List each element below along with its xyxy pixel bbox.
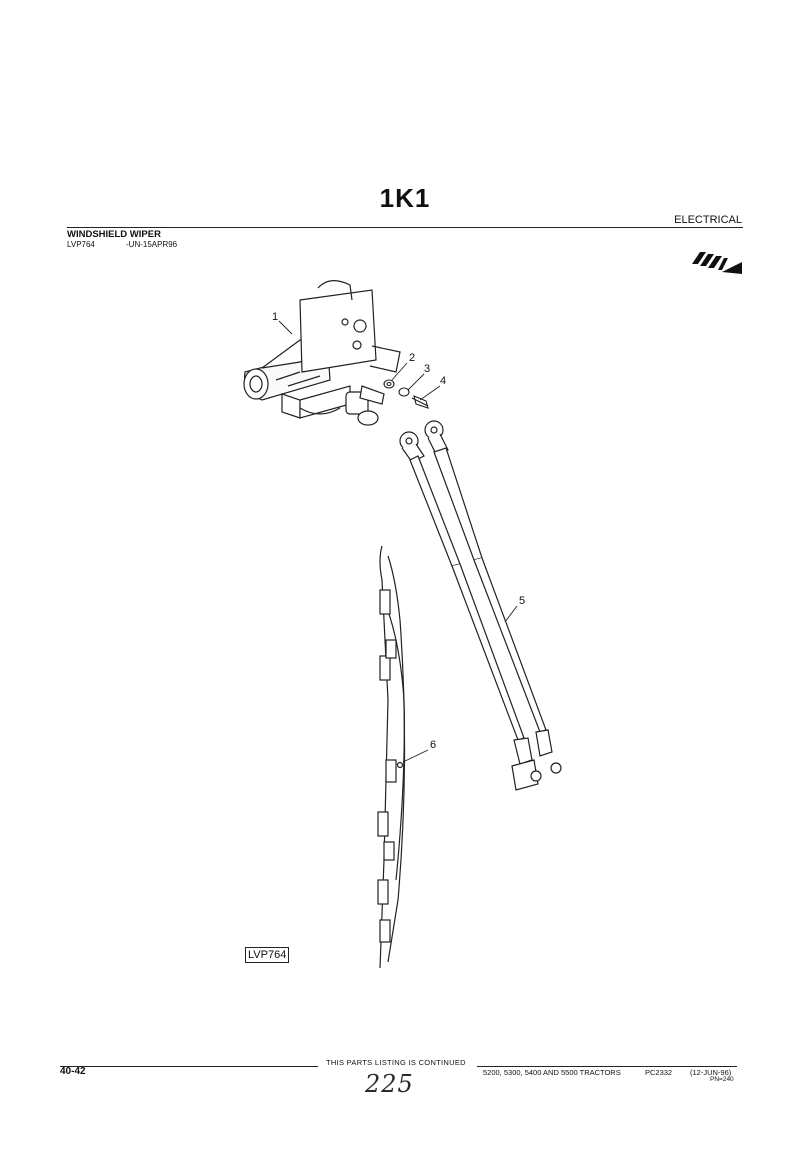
continued-note: THIS PARTS LISTING IS CONTINUED <box>326 1058 466 1067</box>
footer-rule-left <box>60 1066 318 1067</box>
footer-date: (12-JUN-96) <box>690 1068 732 1077</box>
wiper-arm-drawing <box>399 420 562 791</box>
wiper-motor-drawing <box>243 280 401 426</box>
callout-4: 4 <box>440 375 447 387</box>
washer-nut-bolt-drawing <box>383 379 429 409</box>
wiper-blade-drawing <box>377 545 406 969</box>
footer-code: PC2332 <box>645 1068 673 1077</box>
header-title: WINDSHIELD WIPER <box>67 229 161 240</box>
page-title: 1K1 <box>379 183 431 213</box>
footer-rule-right <box>477 1066 737 1067</box>
footer-product: 5200, 5300, 5400 AND 5500 TRACTORS <box>483 1068 621 1077</box>
continue-arrow-icon <box>692 252 742 274</box>
callout-3: 3 <box>424 363 431 375</box>
page-number: 40-42 <box>60 1066 86 1077</box>
section-label: ELECTRICAL <box>674 214 742 226</box>
header-date: -UN-15APR96 <box>126 240 178 249</box>
callout-1: 1 <box>272 311 279 323</box>
figure-label: LVP764 <box>245 947 290 963</box>
callout-6: 6 <box>430 739 437 751</box>
header-ref: LVP764 <box>67 240 95 249</box>
callout-5: 5 <box>519 595 526 607</box>
callout-2: 2 <box>409 352 416 364</box>
callout-leaders <box>278 320 518 763</box>
footer-pn: PN=240 <box>710 1076 734 1083</box>
handwritten-note: 225 <box>365 1070 414 1098</box>
header-rule <box>67 227 743 228</box>
